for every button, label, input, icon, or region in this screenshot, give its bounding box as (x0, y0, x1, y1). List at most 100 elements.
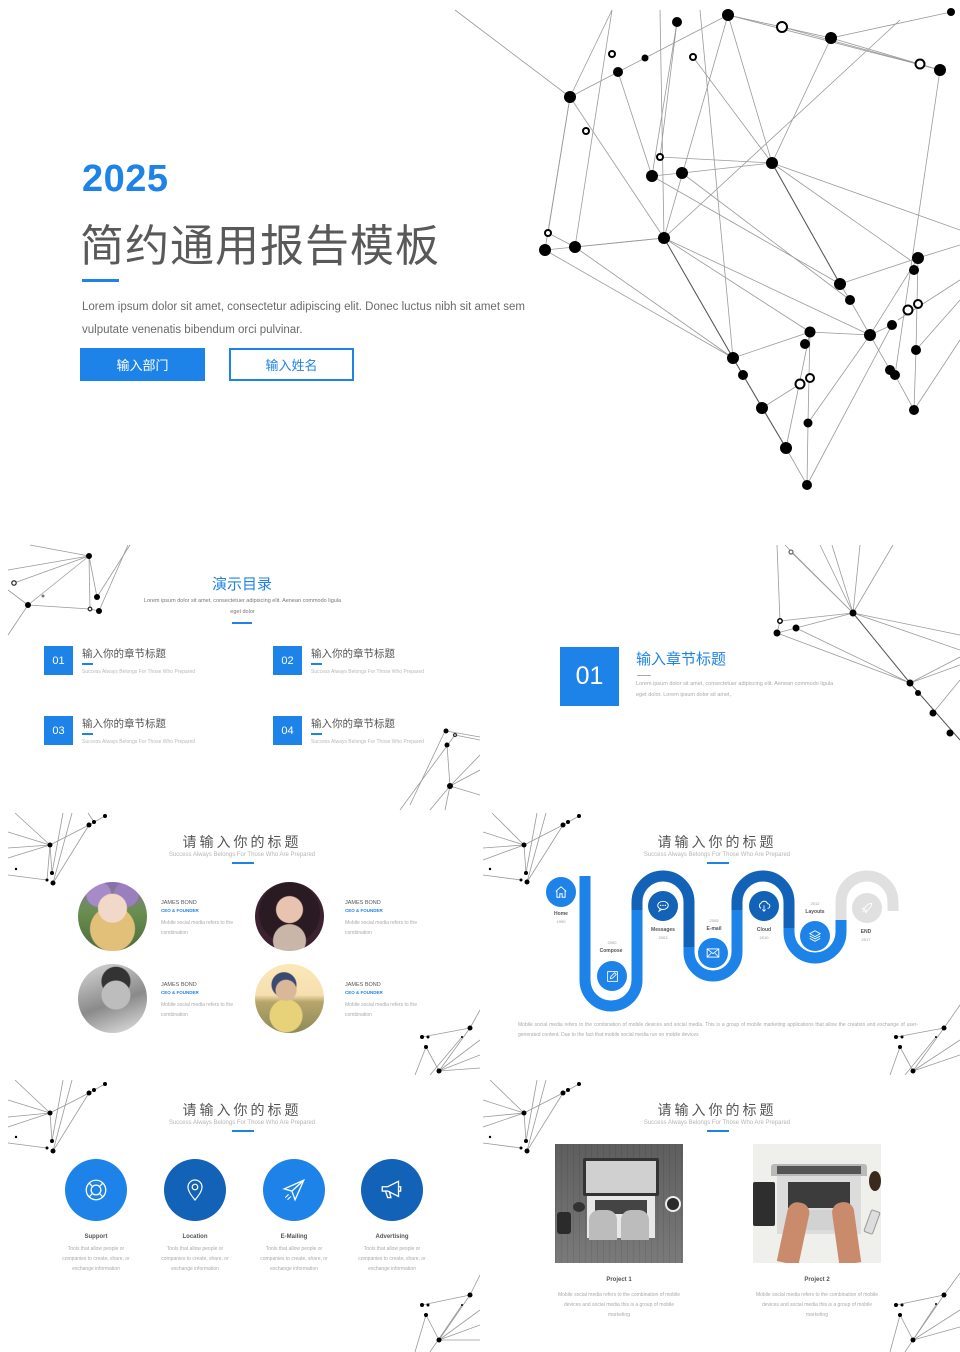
toc-item-number: 04 (273, 716, 302, 745)
slide-title: 请输入你的标题 (657, 834, 777, 850)
service-title: Advertising (375, 1234, 409, 1240)
timeline-step-year: 2012 (810, 901, 820, 906)
service-title: Support (84, 1234, 108, 1240)
project-card[interactable]: Project 2 Mobile social media refers to … (753, 1144, 881, 1320)
timeline-step-cloud[interactable] (749, 891, 779, 921)
title-underline (232, 1130, 254, 1132)
chapter-number: 01 (560, 647, 619, 706)
toc-description: Lorem ipsum dolor sit amet, consectetuer… (143, 598, 342, 615)
service-description: Tools that allow people or companies to … (358, 1246, 426, 1272)
timeline-step-year: 2003 (658, 935, 668, 940)
team-slide: 请输入你的标题 Success Always Belongs For Those… (0, 810, 480, 1075)
project-description: Mobile social media refers to the combin… (557, 1292, 680, 1318)
network-decoration (7, 812, 480, 1075)
service-emailing[interactable]: E-Mailing Tools that allow people or com… (254, 1159, 334, 1274)
network-decoration (7, 544, 480, 810)
network-graphic (454, 8, 960, 490)
project-description: Mobile social media refers to the combin… (755, 1292, 878, 1318)
member-name: JAMES BOND (161, 982, 197, 988)
title-underline (82, 279, 119, 282)
toc-item-subtitle: Success Always Belongs For Those Who Pre… (82, 669, 196, 675)
service-advertising[interactable]: Advertising Tools that allow people or c… (352, 1159, 432, 1274)
toc-item-number: 03 (44, 716, 73, 745)
member-description: Mobile social media refers to the combin… (161, 920, 233, 936)
service-icon-circle (361, 1159, 423, 1221)
toc-item-4[interactable]: 04 输入你的章节标题 Success Always Belongs For T… (273, 716, 480, 746)
toc-item-subtitle: Success Always Belongs For Those Who Pre… (311, 669, 425, 675)
member-role: CEO & FOUNDER (161, 908, 199, 913)
avatar-woman-flower-crown (78, 882, 147, 951)
avatar-man-smiling-bw (78, 964, 147, 1033)
project-title: Project 1 (606, 1277, 632, 1283)
timeline-step-messages[interactable] (648, 891, 678, 921)
timeline-step-home[interactable] (546, 877, 576, 907)
title-underline (707, 862, 729, 864)
team-member-card: JAMES BOND CEO & FOUNDER Mobile social m… (78, 882, 278, 952)
member-name: JAMES BOND (161, 900, 197, 906)
network-decoration (773, 544, 960, 741)
timeline-step-layouts[interactable] (800, 921, 830, 951)
timeline-step-year: 2000 (607, 940, 617, 945)
toc-item-underline (311, 733, 322, 735)
project-card[interactable]: Project 1 Mobile social media refers to … (555, 1144, 683, 1320)
chapter-divider (637, 675, 651, 676)
title-underline (232, 862, 254, 864)
team-member-card: JAMES BOND CEO & FOUNDER Mobile social m… (78, 964, 278, 1034)
toc-item-1[interactable]: 01 输入你的章节标题 Success Always Belongs For T… (44, 646, 254, 676)
toc-item-2[interactable]: 02 输入你的章节标题 Success Always Belongs For T… (273, 646, 480, 676)
department-button[interactable]: 输入部门 (80, 348, 205, 381)
project-photo-laptop-bw (555, 1144, 683, 1263)
service-location[interactable]: Location Tools that allow people or comp… (155, 1159, 235, 1274)
toc-item-title: 输入你的章节标题 (311, 648, 395, 660)
name-button[interactable]: 输入姓名 (229, 348, 354, 381)
member-description: Mobile social media refers to the combin… (345, 1002, 417, 1018)
team-member-card: JAMES BOND CEO & FOUNDER Mobile social m… (255, 964, 455, 1034)
toc-item-3[interactable]: 03 输入你的章节标题 Success Always Belongs For T… (44, 716, 254, 746)
cover-title: 简约通用报告模板 (80, 222, 440, 271)
slide-subtitle: Success Always Belongs For Those Who Are… (168, 852, 316, 858)
chapter-slide: 01 输入章节标题 Lorem ipsum dolor sit amet, co… (480, 540, 960, 810)
timeline-step-end[interactable] (852, 893, 882, 923)
avatar-woman-curly-hair (255, 882, 324, 951)
slide-title: 请输入你的标题 (182, 1102, 302, 1118)
toc-item-underline (82, 733, 93, 735)
slide-title: 请输入你的标题 (657, 1102, 777, 1118)
timeline-step-year: 2005 (709, 918, 719, 923)
service-title: Location (182, 1234, 208, 1240)
paper-plane-icon (282, 1178, 306, 1202)
title-underline (232, 622, 252, 624)
toc-item-number: 01 (44, 646, 73, 675)
timeline-step-email[interactable] (698, 938, 728, 968)
cover-slide: 2025 简约通用报告模板 Lorem ipsum dolor sit amet… (0, 0, 960, 540)
timeline-step-label: E-mail (706, 926, 722, 932)
slide-title: 请输入你的标题 (182, 834, 302, 850)
network-decoration (482, 1079, 960, 1352)
service-icon-circle (65, 1159, 127, 1221)
megaphone-icon (381, 1180, 402, 1199)
timeline-path (579, 870, 899, 1012)
service-description: Tools that allow people or companies to … (260, 1246, 328, 1272)
map-pin-icon (187, 1179, 203, 1201)
service-title: E-Mailing (280, 1234, 308, 1240)
lifebuoy-icon (85, 1179, 107, 1201)
member-description: Mobile social media refers to the combin… (345, 920, 417, 936)
toc-item-number: 02 (273, 646, 302, 675)
rocket-icon (861, 902, 873, 914)
projects-slide: 请输入你的标题 Success Always Belongs For Those… (480, 1075, 960, 1352)
timeline-step-compose[interactable] (597, 961, 627, 991)
chapter-description: Lorem ipsum dolor sit amet, consectetuer… (636, 681, 834, 698)
slide-subtitle: Success Always Belongs For Those Who Are… (643, 1120, 791, 1126)
network-decoration (482, 812, 960, 1075)
member-role: CEO & FOUNDER (161, 990, 199, 995)
toc-item-title: 输入你的章节标题 (311, 718, 395, 730)
service-support[interactable]: Support Tools that allow people or compa… (56, 1159, 136, 1274)
timeline-step-label: Compose (599, 948, 623, 954)
member-description: Mobile social media refers to the combin… (161, 1002, 233, 1018)
timeline-step-year: 2010 (759, 935, 769, 940)
timeline-footer-text: Mobile social media refers to the combin… (518, 1022, 918, 1038)
toc-item-title: 输入你的章节标题 (82, 648, 166, 660)
service-icon-circle (263, 1159, 325, 1221)
team-member-card: JAMES BOND CEO & FOUNDER Mobile social m… (255, 882, 455, 952)
member-name: JAMES BOND (345, 982, 381, 988)
timeline-step-label: Layouts (805, 909, 825, 915)
